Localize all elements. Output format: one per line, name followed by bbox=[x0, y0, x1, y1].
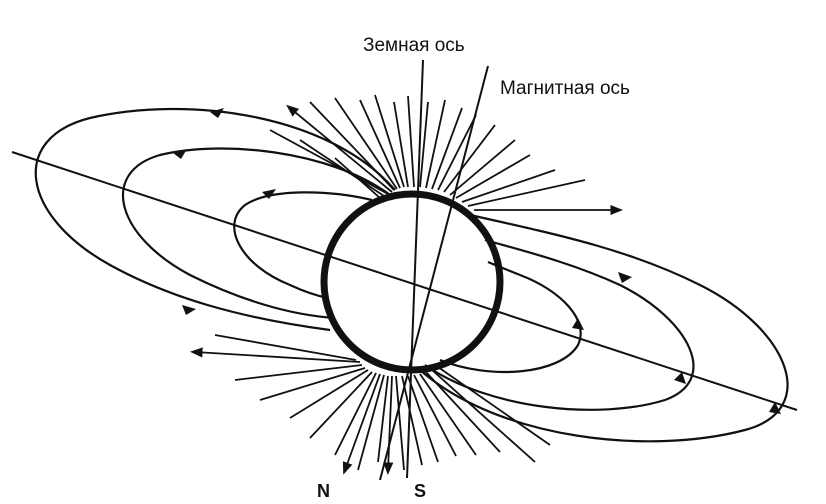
loop-arrow bbox=[618, 272, 632, 283]
earth-circle bbox=[320, 190, 504, 374]
field-line bbox=[413, 374, 457, 457]
field-line bbox=[286, 104, 393, 193]
field-line bbox=[393, 101, 409, 188]
field-line bbox=[395, 375, 405, 471]
field-line bbox=[234, 364, 363, 381]
field-line bbox=[259, 367, 366, 401]
field-line bbox=[309, 371, 373, 439]
radial-lines-top bbox=[269, 94, 624, 216]
magnetic-axis-line bbox=[379, 65, 489, 481]
field-line bbox=[437, 366, 551, 446]
earth-axis-line bbox=[406, 59, 424, 479]
field-line bbox=[449, 139, 516, 196]
field-line bbox=[437, 114, 477, 191]
field-line bbox=[214, 334, 357, 361]
field-line bbox=[425, 371, 501, 453]
field-line bbox=[455, 154, 531, 199]
field-line bbox=[401, 375, 423, 466]
field-line bbox=[334, 97, 398, 190]
pole-s-label: S bbox=[414, 481, 426, 501]
field-symmetry-line bbox=[11, 151, 798, 411]
field-line bbox=[407, 375, 439, 463]
loop-arrow bbox=[182, 305, 196, 315]
field-line bbox=[419, 373, 477, 456]
field-loop-middle bbox=[121, 147, 695, 411]
field-line bbox=[334, 372, 377, 456]
field-line bbox=[189, 347, 361, 363]
loop-arrow bbox=[674, 372, 686, 384]
field-loop-outer bbox=[34, 107, 789, 443]
loop-arrow bbox=[769, 402, 781, 414]
field-loops bbox=[34, 107, 789, 443]
field-line bbox=[443, 124, 496, 193]
loop-arrow bbox=[173, 149, 187, 159]
loop-arrow bbox=[262, 189, 276, 199]
field-line bbox=[431, 369, 536, 463]
field-line bbox=[377, 375, 389, 463]
field-line bbox=[419, 101, 429, 188]
field-line bbox=[407, 95, 415, 188]
field-line bbox=[461, 169, 556, 203]
magnetic-axis-label: Магнитная ось bbox=[500, 78, 630, 99]
field-line bbox=[359, 99, 401, 189]
radial-lines-bottom bbox=[189, 334, 551, 476]
field-line bbox=[374, 94, 405, 188]
field-line bbox=[467, 179, 586, 207]
field-line bbox=[357, 374, 385, 471]
loop-arrows bbox=[173, 108, 781, 414]
field-line bbox=[431, 107, 463, 190]
field-line bbox=[309, 101, 395, 191]
field-line bbox=[299, 139, 385, 197]
field-line bbox=[269, 129, 389, 195]
field-line bbox=[342, 373, 381, 475]
loop-arrow bbox=[572, 318, 584, 330]
field-line bbox=[425, 99, 446, 189]
pole-n-label: N bbox=[317, 481, 330, 501]
field-line bbox=[383, 375, 394, 476]
field-line bbox=[289, 369, 369, 419]
loop-arrow bbox=[210, 108, 224, 118]
earth-axis-label: Земная ось bbox=[363, 35, 465, 56]
field-line bbox=[334, 157, 381, 199]
